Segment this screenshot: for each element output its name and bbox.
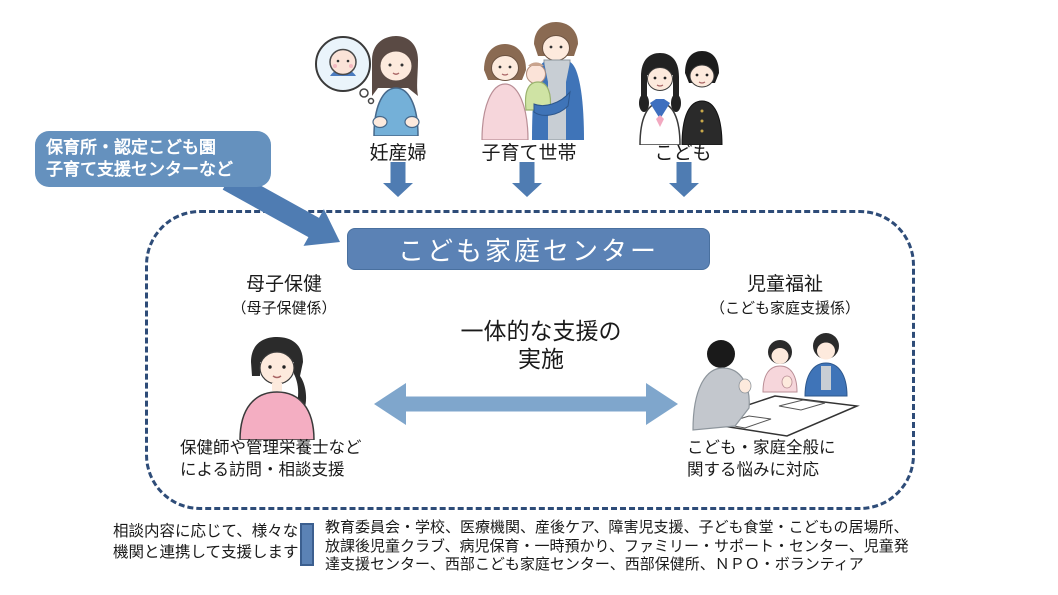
left-caption-line1: 保健師や管理栄養士など: [180, 439, 362, 457]
kodomo-katei-center-dashed-container: [145, 210, 915, 510]
callout-line2: 子育て支援センターなど: [46, 160, 233, 179]
left-section-subtitle: （母子保健係）: [231, 300, 337, 317]
left-caption-line2: による訪問・相談支援: [180, 460, 345, 479]
callout-bubble: 保育所・認定こども園 子育て支援センターなど: [35, 131, 271, 187]
right-section-subtitle: （こども家庭支援係）: [709, 300, 860, 317]
family-illustration: [481, 22, 584, 140]
mission-line1: 一体的な支援の: [460, 318, 622, 344]
children-illustration: [639, 51, 723, 145]
left-section-label: 母子保健 （母子保健係）: [199, 269, 369, 318]
footer-note: 相談内容に応じて、様々な 機関と連携して支援します: [113, 521, 303, 563]
audience-label-children: こども: [654, 143, 712, 164]
right-caption: こども・家庭全般に 関する悩みに対応: [687, 438, 836, 482]
left-caption: 保健師や管理栄養士など による訪問・相談支援: [180, 438, 362, 482]
down-arrow-family: [512, 162, 542, 197]
footer-note-line2: 機関と連携して支援します: [113, 544, 299, 562]
partners-line2: 放課後児童クラブ、病児保育・一時預かり、ファミリー・サポート・センター、児童発: [325, 537, 909, 555]
audience-label-pregnant: 妊産婦: [369, 143, 427, 164]
right-caption-line2: 関する悩みに対応: [687, 460, 819, 479]
consultation-illustration: [692, 333, 860, 437]
mission-line2: 実施: [518, 346, 564, 373]
right-section-title: 児童福祉: [746, 274, 823, 295]
partners-line3: 達支援センター、西部こども家庭センター、西部保健所、ＮＰＯ・ボランティア: [325, 556, 864, 574]
audience-label-family: 子育て世帯: [481, 143, 577, 164]
right-section-label: 児童福祉 （こども家庭支援係）: [695, 269, 875, 318]
nurse-illustration: [239, 337, 315, 440]
center-title: こども家庭センター: [397, 235, 659, 266]
left-section-title: 母子保健: [245, 274, 322, 295]
partners-line1: 教育委員会・学校、医療機関、産後ケア、障害児支援、子ども食堂・こどもの居場所、: [325, 519, 909, 536]
right-caption-line1: こども・家庭全般に: [687, 439, 836, 457]
down-arrow-pregnant: [383, 162, 413, 197]
mission-text: 一体的な支援の 実施: [428, 317, 654, 373]
footer-note-line1: 相談内容に応じて、様々な: [113, 523, 299, 540]
pregnant-woman-illustration: [315, 36, 420, 136]
callout-line1: 保育所・認定こども園: [46, 137, 216, 157]
down-arrow-children: [669, 162, 699, 197]
footer-connector-bar: [300, 523, 314, 566]
partner-organizations-list: 教育委員会・学校、医療機関、産後ケア、障害児支援、子ども食堂・こどもの居場所、 …: [325, 519, 925, 575]
kodomo-katei-center-title-box: こども家庭センター: [347, 228, 710, 270]
